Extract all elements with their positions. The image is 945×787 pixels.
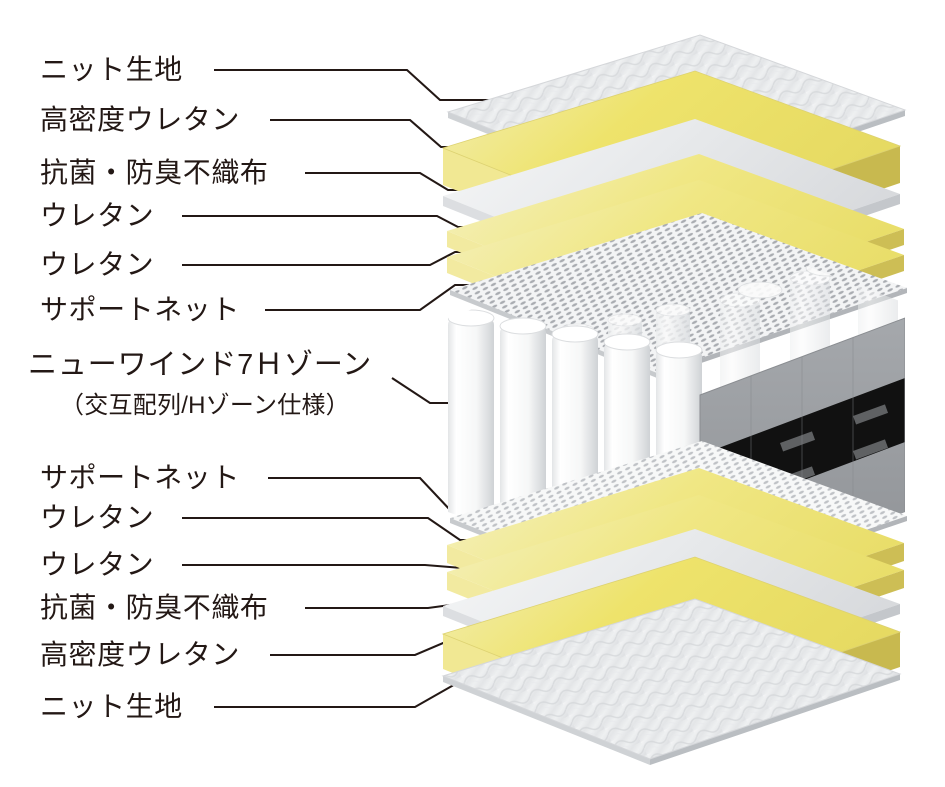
leader-knit-top	[214, 68, 500, 102]
label-support-net-top: サポートネット	[40, 294, 240, 325]
leader-urethane-top-1	[182, 214, 510, 229]
label-knit-top: ニット生地	[40, 54, 183, 85]
label-urethane-top-2: ウレタン	[40, 249, 155, 280]
pocket-coil	[448, 309, 495, 518]
pocket-coil	[499, 317, 547, 526]
label-coil-zone: ニューワインド7Ｈゾーン	[28, 349, 373, 381]
label-support-net-bottom: サポートネット	[40, 462, 240, 493]
label-knit-bottom: ニット生地	[40, 691, 183, 722]
label-high-density-bottom: 高密度ウレタン	[40, 639, 240, 670]
label-urethane-top-1: ウレタン	[40, 200, 155, 231]
label-antibacterial-top: 抗菌・防臭不織布	[40, 157, 269, 188]
label-urethane-bottom-2: ウレタン	[40, 549, 155, 580]
layer-knit-bottom	[441, 598, 902, 765]
label-antibacterial-bottom: 抗菌・防臭不織布	[40, 592, 269, 623]
label-high-density-top: 高密度ウレタン	[40, 104, 240, 135]
label-urethane-bottom-1: ウレタン	[40, 502, 155, 533]
label-coil-zone-sub: （交互配列/Hゾーン仕様）	[60, 392, 350, 419]
